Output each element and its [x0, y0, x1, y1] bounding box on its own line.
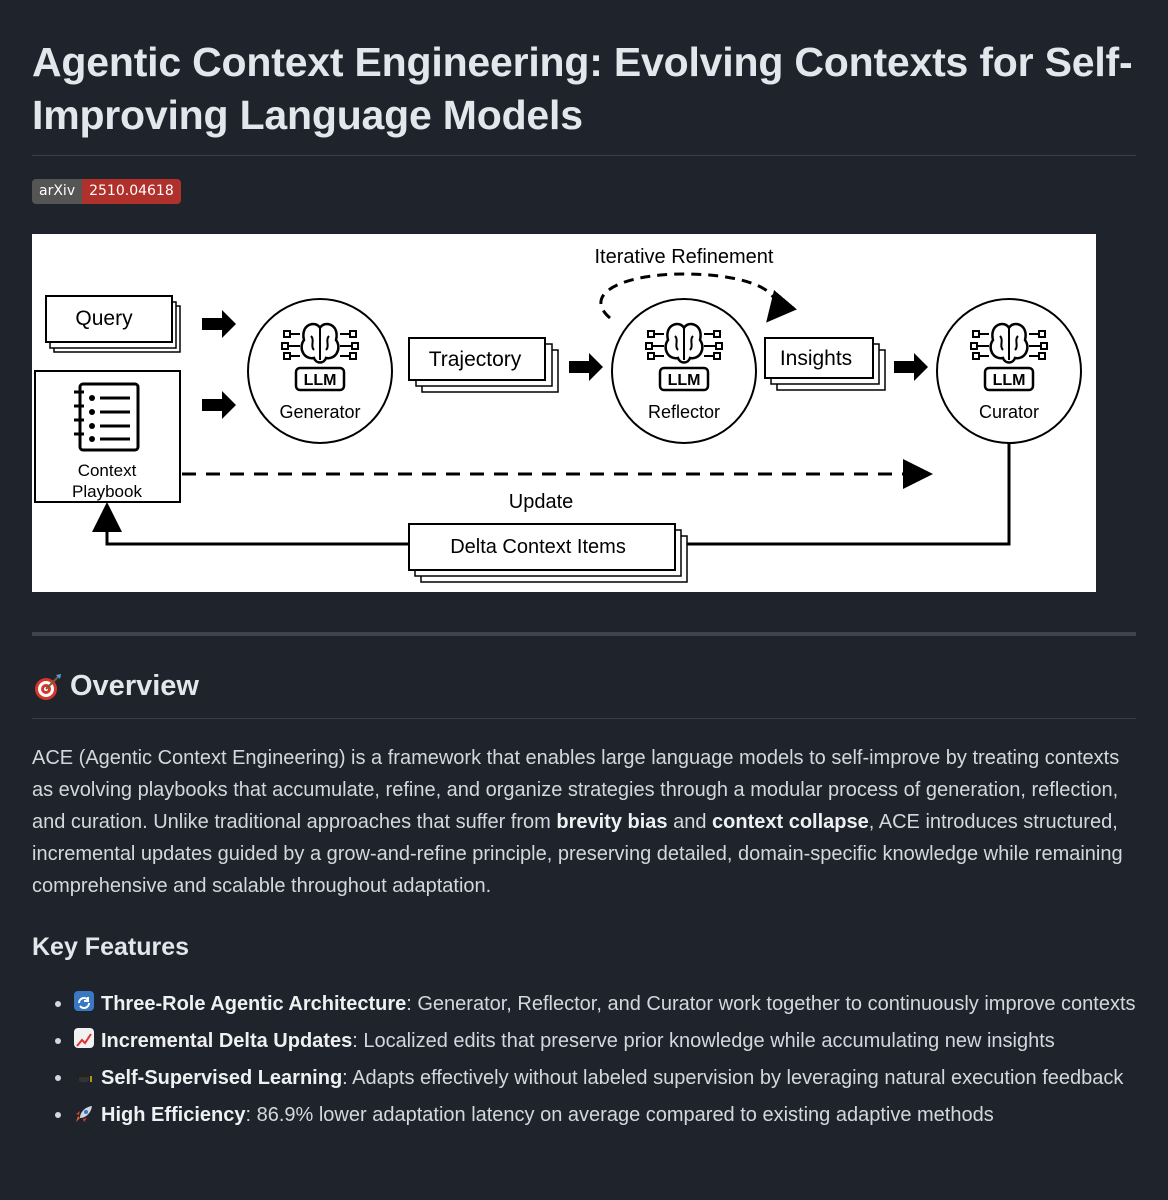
context-playbook-box — [34, 370, 181, 503]
chart-increasing-icon — [74, 1028, 94, 1048]
delta-label: Delta Context Items — [450, 536, 626, 558]
bullet — [55, 1038, 61, 1044]
overview-heading-text: Overview — [70, 670, 199, 702]
insights-box — [764, 337, 874, 379]
context-label-2: Playbook — [72, 482, 142, 501]
overview-text-1: ACE (Agentic Context Engineering) is a f… — [32, 747, 1120, 833]
notebook-icon — [74, 382, 140, 452]
trajectory-box — [408, 337, 546, 381]
key-features-list: Three-Role Agentic Architecture: Generat… — [32, 988, 1136, 1136]
curator-label: Curator — [979, 402, 1039, 422]
brevity-bias-term: brevity bias — [556, 811, 668, 833]
list-item: Incremental Delta Updates: Localized edi… — [32, 1025, 1136, 1057]
feature-title: High Efficiency — [101, 1104, 246, 1126]
query-label: Query — [75, 307, 133, 330]
bullet — [55, 1112, 61, 1118]
page-title: Agentic Context Engineering: Evolving Co… — [32, 39, 1133, 138]
context-collapse-term: context collapse — [712, 811, 869, 833]
key-features-heading: Key Features — [32, 933, 190, 961]
feature-text: : Adapts effectively without labeled sup… — [342, 1067, 1124, 1089]
graduation-cap-icon — [74, 1065, 94, 1085]
curator-llm-label: LLM — [993, 372, 1026, 389]
arrow-insights-curator — [894, 353, 928, 381]
feature-title: Incremental Delta Updates — [101, 1030, 353, 1052]
bullet — [55, 1075, 61, 1081]
list-item: High Efficiency: 86.9% lower adaptation … — [32, 1099, 1136, 1131]
list-item: Self-Supervised Learning: Adapts effecti… — [32, 1062, 1136, 1094]
iterative-refinement-label: Iterative Refinement — [595, 246, 774, 268]
arrow-query-generator — [202, 310, 236, 338]
reflector-llm-label: LLM — [668, 372, 701, 389]
ace-architecture-diagram: Query Context Playbook LLM Generator — [32, 234, 1096, 592]
feature-text: : Localized edits that preserve prior kn… — [352, 1030, 1055, 1052]
delta-context-items-box — [408, 523, 676, 571]
query-box — [45, 295, 173, 343]
badge-label: arXiv — [32, 179, 83, 204]
overview-text-2: and — [667, 811, 713, 833]
insights-label: Insights — [780, 347, 852, 370]
feature-text: : Generator, Reflector, and Curator work… — [406, 993, 1136, 1015]
badge-id: 2510.04618 — [82, 179, 181, 204]
context-label-1: Context — [78, 461, 137, 480]
arxiv-badge[interactable]: arXiv 2510.04618 — [32, 179, 181, 204]
feature-title: Self-Supervised Learning — [101, 1067, 343, 1089]
rocket-icon — [74, 1102, 94, 1122]
generator-llm-label: LLM — [304, 372, 337, 389]
feature-title: Three-Role Agentic Architecture — [101, 993, 407, 1015]
bullet — [55, 1001, 61, 1007]
generator-label: Generator — [279, 402, 360, 422]
overview-heading: Overview — [32, 670, 199, 703]
target-icon — [32, 672, 62, 702]
cycle-icon — [74, 991, 94, 1011]
update-label: Update — [509, 491, 574, 513]
list-item: Three-Role Agentic Architecture: Generat… — [32, 988, 1136, 1020]
iterative-loop-arrow — [599, 272, 797, 323]
arrow-trajectory-reflector — [569, 353, 603, 381]
overview-divider — [32, 718, 1136, 719]
arrow-context-generator — [202, 391, 236, 419]
title-divider — [32, 155, 1136, 156]
trajectory-label: Trajectory — [429, 348, 522, 371]
feature-text: : 86.9% lower adaptation latency on aver… — [245, 1104, 994, 1126]
reflector-label: Reflector — [648, 402, 720, 422]
section-divider — [32, 632, 1136, 636]
overview-text-3: , ACE introduces structured, incremental… — [32, 811, 1123, 897]
overview-paragraph: ACE (Agentic Context Engineering) is a f… — [32, 742, 1136, 902]
